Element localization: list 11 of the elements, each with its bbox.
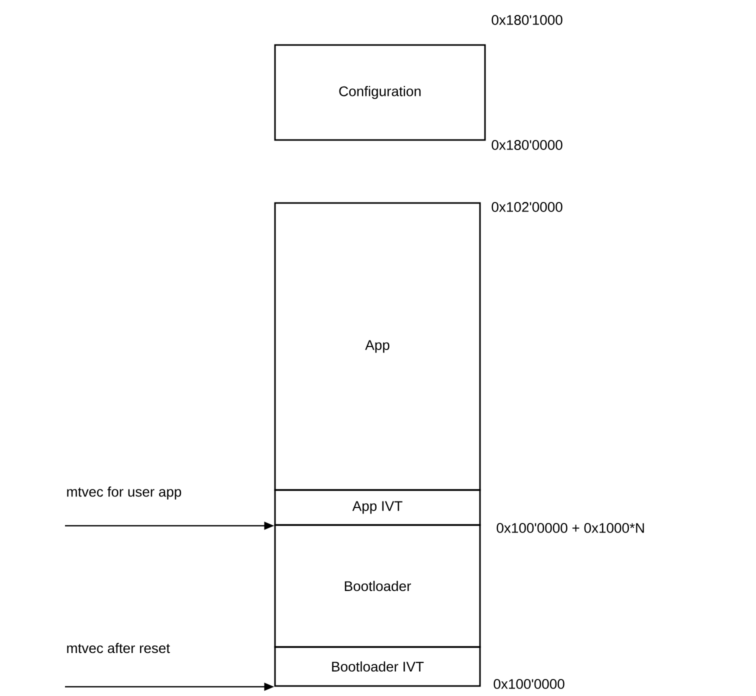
memory-region: App IVT (274, 489, 481, 526)
address-label: 0x100'0000 + 0x1000*N (496, 523, 644, 533)
memory-region: App (274, 202, 481, 491)
address-label: 0x100'0000 (494, 679, 564, 689)
memory-region: Configuration (274, 44, 486, 141)
address-label: 0x180'1000 (492, 15, 562, 25)
memory-region: Bootloader IVT (274, 646, 481, 687)
address-label: 0x180'0000 (492, 140, 562, 150)
edge-label: mtvec after reset (67, 642, 170, 654)
edge-label: mtvec for user app (67, 486, 182, 500)
memory-region: Bootloader (274, 524, 481, 648)
